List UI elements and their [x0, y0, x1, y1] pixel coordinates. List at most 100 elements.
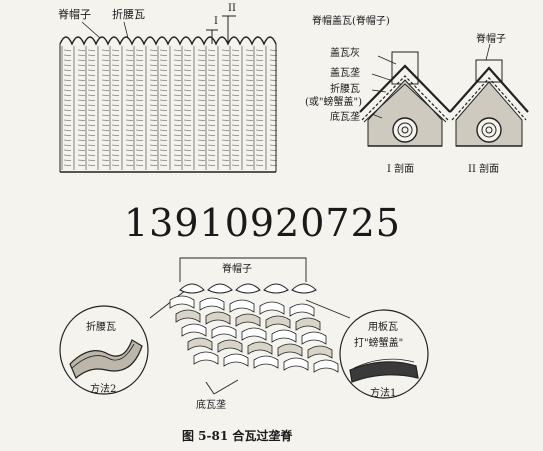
tile-course-mark: [101, 89, 110, 91]
tile-course-mark: [207, 59, 216, 61]
tile-course-mark: [77, 54, 86, 56]
tile-course-mark: [269, 74, 278, 76]
tile-course-mark: [111, 109, 120, 111]
tile-course-mark: [245, 59, 254, 61]
tile-course-mark: [221, 119, 230, 121]
tile-course-mark: [125, 109, 134, 111]
tile-course-mark: [255, 54, 264, 56]
tile-course-mark: [101, 49, 110, 51]
tile-course-mark: [101, 59, 110, 61]
tile-course-mark: [101, 99, 110, 101]
section-one-label: I 剖面: [387, 162, 414, 175]
tile-course-mark: [63, 49, 72, 51]
tile-course-mark: [87, 109, 96, 111]
tile-course-mark: [197, 124, 206, 126]
perspective-tile: [235, 313, 261, 327]
tile-course-mark: [183, 64, 192, 66]
label-ridge-cap-bottom: 脊帽子: [222, 262, 252, 275]
perspective-tile: [229, 299, 255, 313]
tile-course-mark: [197, 49, 206, 51]
perspective-tile: [259, 301, 285, 315]
tile-course-mark: [245, 144, 254, 146]
tile-course-mark: [221, 129, 230, 131]
perspective-tile: [241, 327, 267, 341]
tile-course-mark: [231, 139, 240, 141]
tile-course-mark: [269, 139, 278, 141]
tile-course-mark: [87, 54, 96, 56]
tile-course-mark: [197, 54, 206, 56]
tile-course-mark: [87, 144, 96, 146]
tile-course-mark: [77, 124, 86, 126]
tile-course-mark: [231, 69, 240, 71]
tile-course-mark: [77, 154, 86, 156]
tile-course-mark: [231, 134, 240, 136]
tile-course-mark: [231, 89, 240, 91]
tile-course-mark: [149, 164, 158, 166]
tile-course-mark: [87, 94, 96, 96]
tile-course-mark: [245, 154, 254, 156]
tile-course-mark: [63, 94, 72, 96]
tile-course-mark: [101, 124, 110, 126]
tile-course-mark: [231, 124, 240, 126]
tile-course-mark: [87, 99, 96, 101]
tile-course-mark: [255, 64, 264, 66]
label-cover-ridge-cap: 脊帽盖瓦(脊帽子): [312, 14, 390, 27]
tile-course-mark: [135, 134, 144, 136]
tile-course-mark: [231, 144, 240, 146]
tile-course-mark: [197, 69, 206, 71]
tile-course-mark: [125, 89, 134, 91]
tile-course-mark: [111, 49, 120, 51]
tile-course-mark: [63, 124, 72, 126]
tile-course-mark: [269, 119, 278, 121]
tile-course-mark: [197, 59, 206, 61]
tile-course-mark: [63, 84, 72, 86]
tile-course-mark: [63, 99, 72, 101]
tile-course-mark: [125, 59, 134, 61]
tile-course-mark: [63, 54, 72, 56]
tile-course-mark: [125, 154, 134, 156]
tile-course-mark: [183, 114, 192, 116]
tile-course-mark: [183, 84, 192, 86]
tile-course-mark: [173, 59, 182, 61]
tile-course-mark: [149, 99, 158, 101]
tile-course-mark: [221, 74, 230, 76]
top-left-leaders: [81, 21, 129, 39]
tile-course-mark: [111, 134, 120, 136]
tile-cluster: [169, 283, 339, 373]
tile-course-mark: [197, 114, 206, 116]
tile-course-mark: [183, 164, 192, 166]
tile-course-mark: [207, 49, 216, 51]
tile-course-mark: [149, 69, 158, 71]
tile-course-mark: [149, 124, 158, 126]
tile-course-mark: [207, 84, 216, 86]
tile-course-mark: [77, 129, 86, 131]
label-folded-tile-tl: 折腰瓦: [112, 7, 145, 21]
label-crab-cover: (或"螃蟹盖"): [305, 95, 362, 108]
tile-course-mark: [87, 69, 96, 71]
tile-course-mark: [101, 159, 110, 161]
tile-course-mark: [149, 64, 158, 66]
tile-course-mark: [173, 139, 182, 141]
tile-course-mark: [207, 149, 216, 151]
tile-course-mark: [255, 109, 264, 111]
tile-course-mark: [111, 59, 120, 61]
perspective-tile: [277, 343, 303, 357]
tile-course-mark: [197, 154, 206, 156]
tile-course-mark: [245, 139, 254, 141]
perspective-tile: [169, 295, 195, 309]
tile-course-mark: [255, 164, 264, 166]
tile-course-mark: [255, 154, 264, 156]
tile-course-mark: [87, 134, 96, 136]
tile-course-mark: [245, 149, 254, 151]
tile-course-mark: [231, 149, 240, 151]
tile-course-mark: [245, 159, 254, 161]
perspective-tile: [247, 341, 273, 355]
bottom-leaders: [149, 257, 351, 395]
tile-course-mark: [173, 134, 182, 136]
tile-course-mark: [63, 89, 72, 91]
tile-course-mark: [125, 149, 134, 151]
tile-course-mark: [135, 154, 144, 156]
perspective-tile: [283, 357, 309, 371]
tile-course-mark: [135, 129, 144, 131]
